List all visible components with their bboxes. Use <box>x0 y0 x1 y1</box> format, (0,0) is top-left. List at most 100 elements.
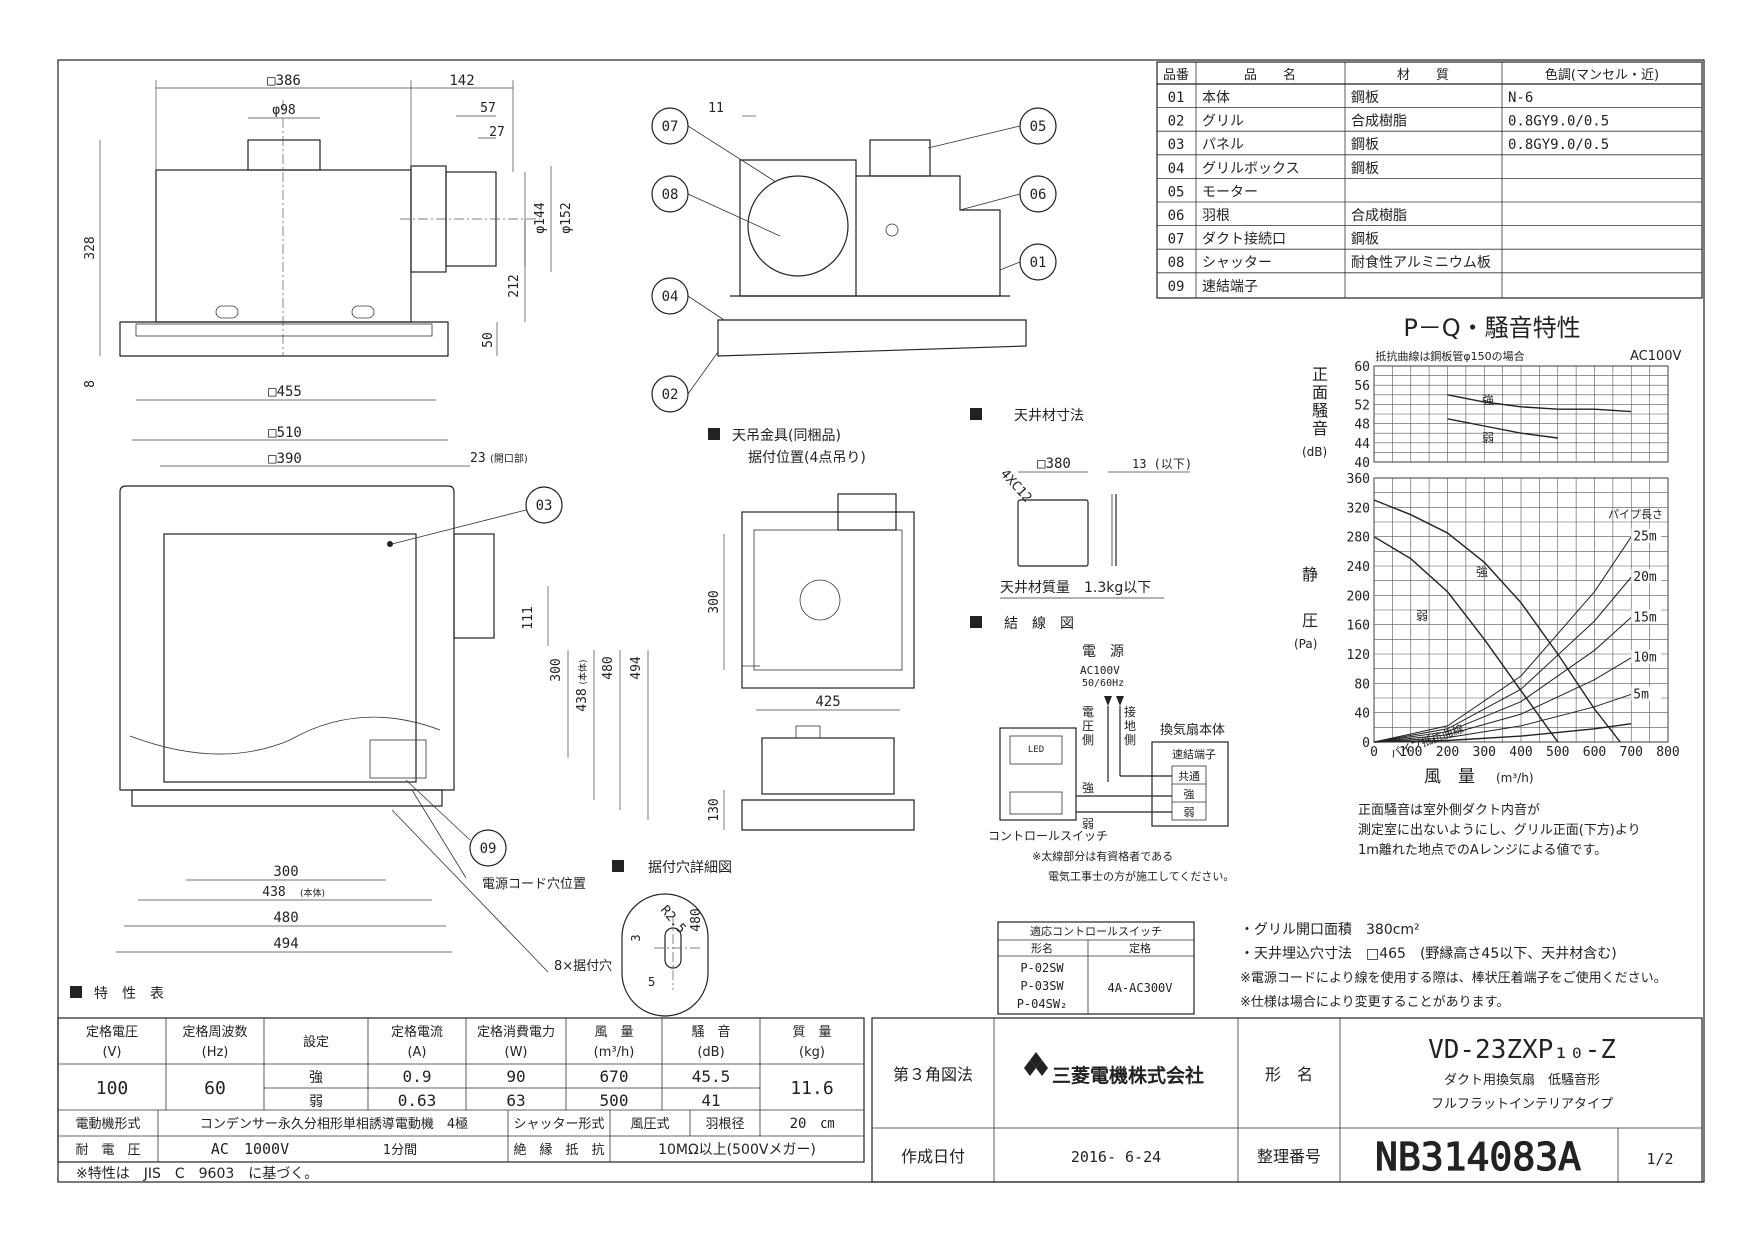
callout-leader <box>999 261 1021 271</box>
wiring-diagram: 結 線 図 電 源 AC100V 50/60Hz 電 圧 側 接 地 側 換気扇… <box>970 616 1234 883</box>
pipe-length-label-bg <box>1631 649 1662 664</box>
pq-xtick: 200 <box>1436 745 1459 760</box>
callout-leader <box>687 193 781 237</box>
callout-03 <box>525 486 563 524</box>
wiring-gside-3: 側 <box>1124 733 1136 747</box>
side-callout <box>651 375 689 413</box>
hanger-dim-425: 425 <box>815 694 840 710</box>
callout-leader <box>687 351 719 395</box>
pq-xtick: 0 <box>1370 745 1378 760</box>
spec-setting-weak: 弱 <box>309 1094 323 1110</box>
wiring-voltage: AC100V <box>1080 664 1120 677</box>
bottom-view: □510 □390 23 (開口部) 111 300 438 (本体) 480 … <box>116 425 649 974</box>
wiring-switch-label: コントロールスイッチ <box>988 829 1108 843</box>
spec-header: 風 量 <box>594 1025 633 1040</box>
switch-rating: 4A-AC300V <box>1107 981 1172 995</box>
parts-cell: 09 <box>1168 279 1185 295</box>
parts-cell: グリルボックス <box>1202 161 1300 177</box>
hanger-dim-130: 130 <box>707 798 722 821</box>
parts-cell: 鋼板 <box>1351 232 1379 248</box>
detail-outline <box>621 893 709 1017</box>
parts-cell: 鋼板 <box>1351 137 1379 153</box>
spec-withstand-time: 1分間 <box>383 1143 417 1158</box>
hanger-bracket-view: 天吊金具(同梱品) 据付位置(4点吊り) 300 425 130 <box>707 428 915 831</box>
noise-ylabel-3: 騒 <box>1312 401 1328 420</box>
mitsubishi-logo-icon <box>1024 1052 1048 1076</box>
spec-header: 定格消費電力 <box>477 1024 555 1040</box>
front-duct <box>445 171 497 267</box>
page-number: 1/2 <box>1646 1150 1673 1168</box>
switch-model-3: P-04SW₂ <box>1017 997 1068 1011</box>
noise-ytick: 40 <box>1354 456 1370 471</box>
spec-current-weak: 0.63 <box>398 1091 437 1110</box>
ceiling-material-view: 天井材寸法 4XC12 □380 13 (以下) 天井材質量 1.3kg以下 <box>970 408 1192 599</box>
dim-438h-note: (本体) <box>300 887 325 899</box>
spec-header: 定格電圧 <box>86 1024 138 1040</box>
pipe-length-label-bg <box>1631 609 1662 624</box>
parts-cell: 鋼板 <box>1351 161 1379 177</box>
pq-ytick: 80 <box>1354 677 1370 692</box>
callout-03-label: 03 <box>536 498 553 514</box>
noise-ylabel-4: 音 <box>1312 419 1328 438</box>
spec-frequency: 60 <box>204 1078 226 1099</box>
hanger-dim-300: 300 <box>707 590 722 613</box>
chart-note: 抵抗曲線は鋼板管φ150の場合 <box>1375 349 1524 363</box>
dim-27: 27 <box>489 125 505 140</box>
parts-cell: パネル <box>1202 137 1244 153</box>
callout-leader <box>687 125 777 183</box>
front-grille <box>119 321 449 357</box>
pipe-length-label-bg <box>1631 569 1662 583</box>
callout-09-label: 09 <box>480 841 497 857</box>
detail-title: 据付穴詳細図 <box>648 860 732 876</box>
switch-table-title: 適応コントロールスイッチ <box>1030 924 1162 938</box>
wiring-vside-2: 圧 <box>1082 719 1094 733</box>
note-1: ・グリル開口面積 380cm² <box>1240 922 1420 938</box>
spec-current-strong: 0.9 <box>403 1067 432 1086</box>
pipe-length-label-bg <box>1631 528 1662 543</box>
pq-weak-label: 弱 <box>1416 609 1428 623</box>
pq-ytick: 0 <box>1362 736 1370 751</box>
pipe-length-curve <box>1373 657 1632 743</box>
spec-blade: 20 ㎝ <box>790 1116 835 1132</box>
pq-xtick: 500 <box>1546 745 1569 760</box>
title-block: 第３角図法 三菱電機株式会社 形 名 VD-23ZXP₁₀-Z ダクト用換気扇 … <box>871 1017 1703 1183</box>
dim-494h: 494 <box>273 936 298 952</box>
spec-insulation-label: 絶 縁 抵 抗 <box>513 1142 604 1158</box>
wiring-term-common: 共通 <box>1178 770 1200 783</box>
dim-w386: □386 <box>267 73 301 89</box>
chart-note-2: 測定室に出ないようにし、グリル正面(下方)より <box>1358 822 1641 838</box>
dim-23-note: (開口部) <box>490 452 528 465</box>
dim-142: 142 <box>449 73 474 89</box>
model-name: VD-23ZXP₁₀-Z <box>1428 1035 1616 1065</box>
pq-series-line <box>1373 499 1621 743</box>
wiring-freq: 50/60Hz <box>1082 678 1124 689</box>
spec-header-unit: (W) <box>505 1045 528 1060</box>
pq-strong-label: 強 <box>1476 565 1488 579</box>
chart-supply: AC100V <box>1630 349 1682 364</box>
parts-cell: 06 <box>1168 208 1185 224</box>
parts-cell: N-6 <box>1508 90 1533 106</box>
spec-header-unit: (A) <box>407 1045 426 1060</box>
pq-xlabel: 風 量 <box>1424 767 1475 787</box>
parts-cell: 05 <box>1168 184 1185 200</box>
side-callout <box>1019 175 1057 213</box>
dim-212: 212 <box>507 274 522 297</box>
parts-cell: 07 <box>1168 232 1185 248</box>
pq-series-line <box>1373 723 1632 743</box>
wiring-gside-2: 地 <box>1124 719 1136 733</box>
detail-5: 5 <box>648 975 655 989</box>
parts-cell: 羽根 <box>1202 208 1230 224</box>
noise-strong-label: 強 <box>1482 393 1494 407</box>
spec-header-unit: (dB) <box>697 1045 724 1060</box>
parts-cell: 合成樹脂 <box>1351 208 1407 224</box>
hanger-plan <box>741 511 915 689</box>
noise-ylabel-1: 正 <box>1312 365 1328 384</box>
note-4: ※仕様は場合により変更することがあります。 <box>1240 994 1509 1010</box>
pq-noise-chart: P－Q・騒音特性 抵抗曲線は鋼板管φ150の場合 AC100V 40444852… <box>1294 314 1682 787</box>
dim-494v: 494 <box>629 656 644 680</box>
wiring-strong: 強 <box>1082 781 1094 795</box>
date-value: 2016- 6-24 <box>1071 1148 1161 1166</box>
pq-ytick: 320 <box>1347 501 1370 516</box>
